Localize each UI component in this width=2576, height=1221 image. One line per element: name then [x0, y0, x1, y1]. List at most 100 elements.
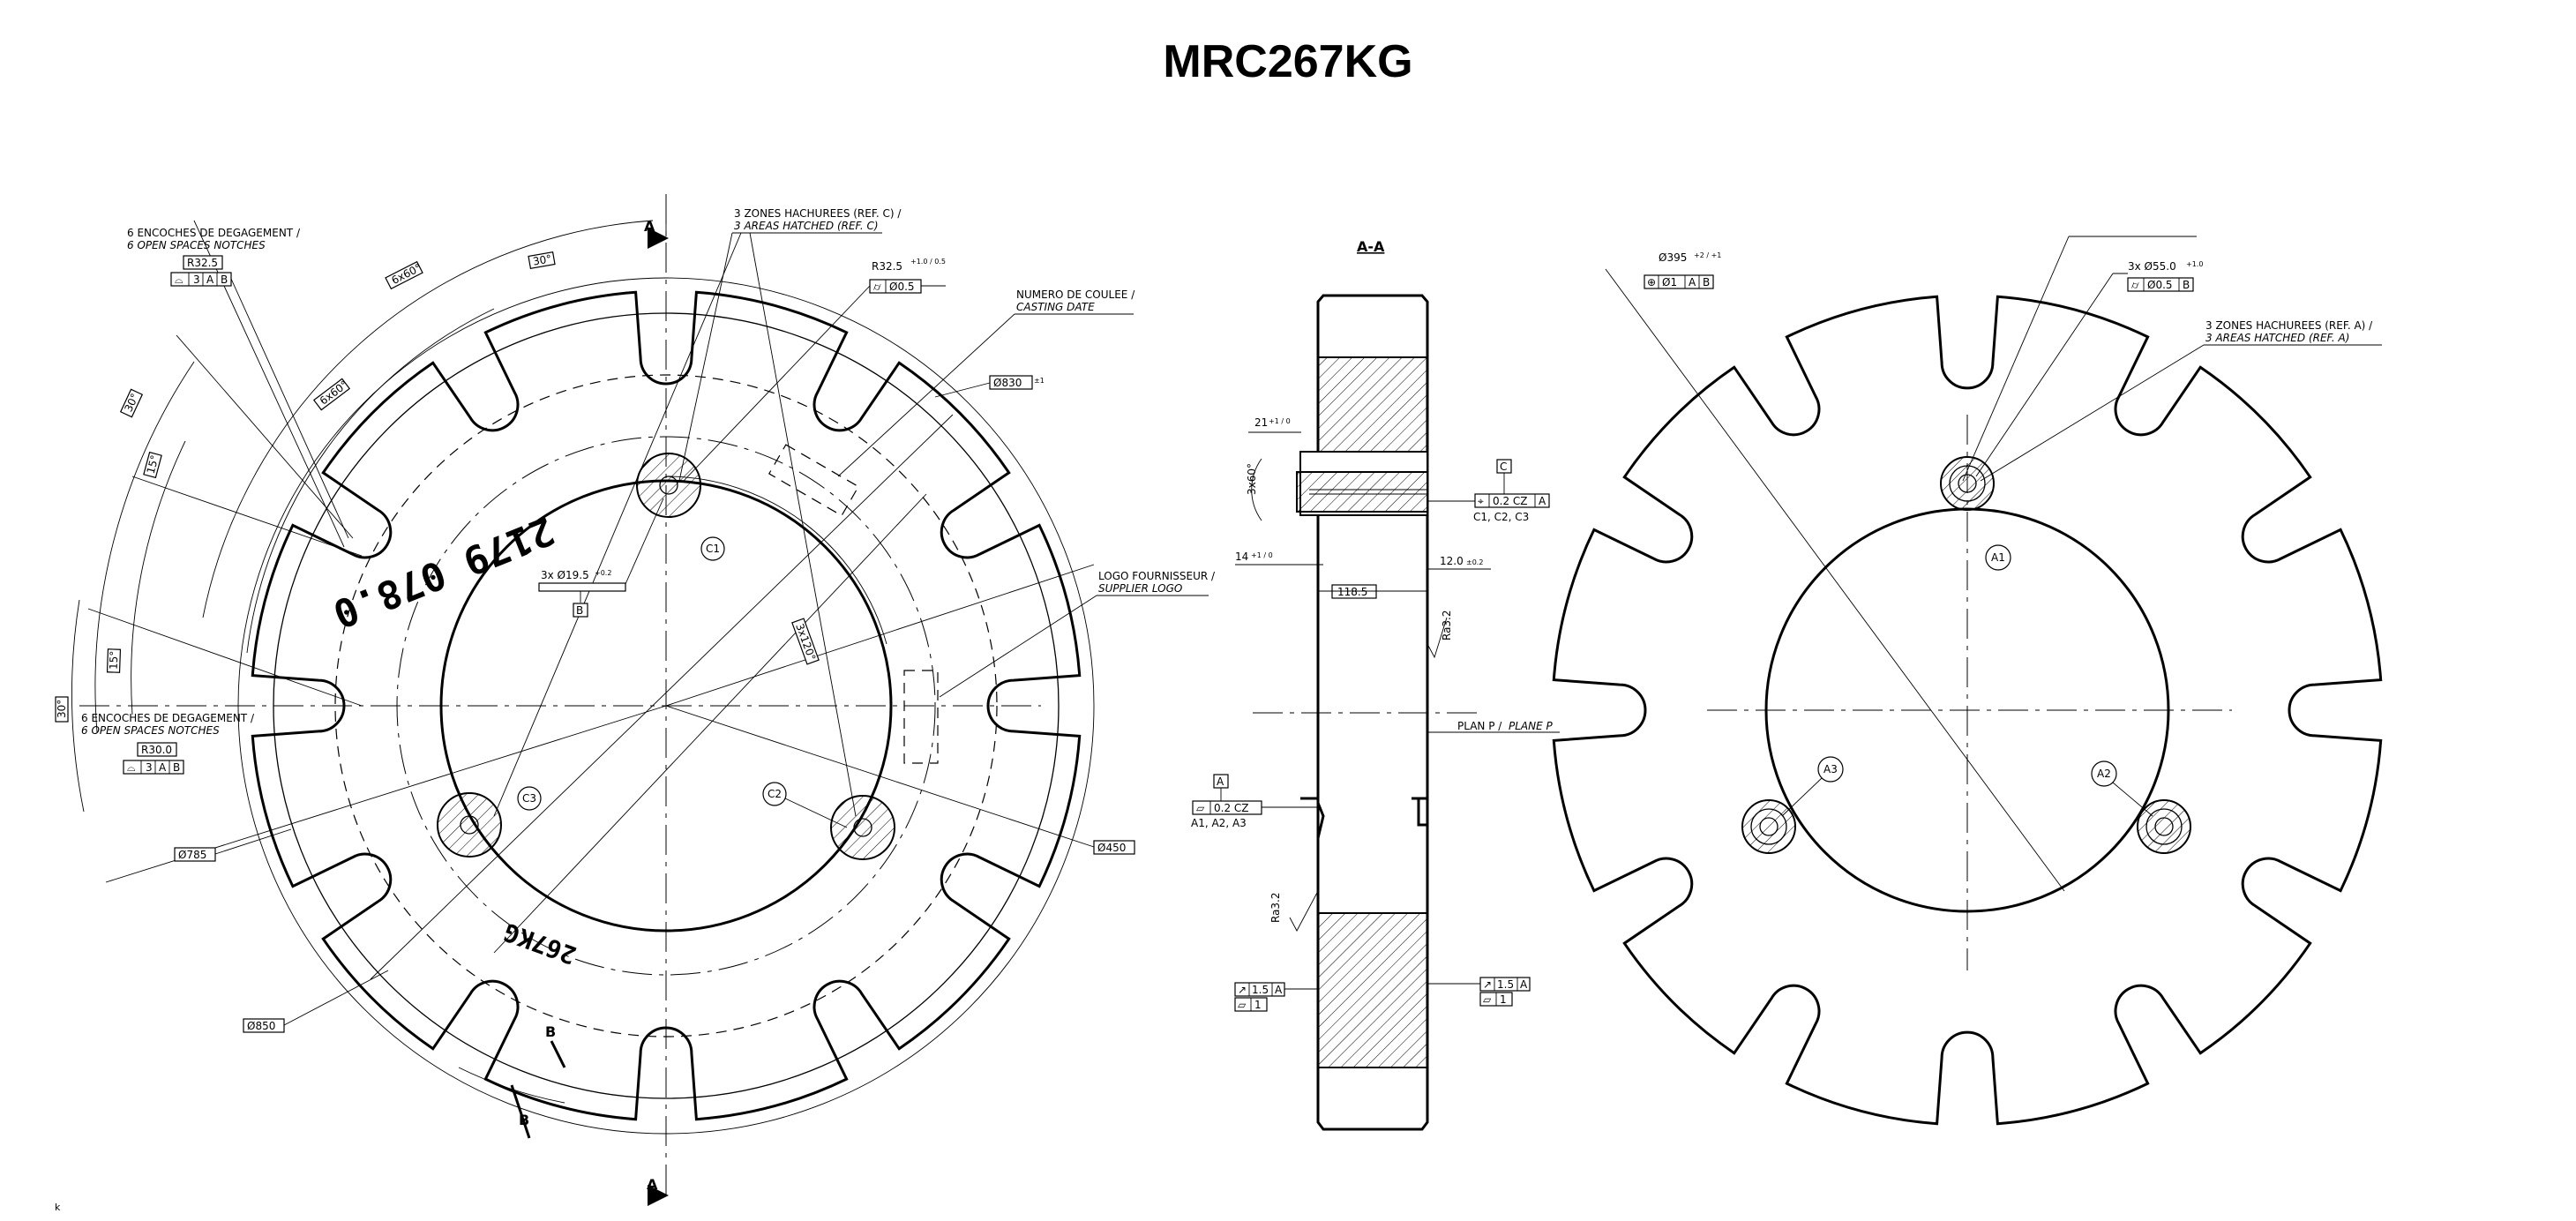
hatched-zone-c3 [437, 792, 502, 858]
datum-a: A [1217, 775, 1224, 788]
bubble-label-c3: C3 [522, 792, 536, 805]
svg-text:B: B [1703, 276, 1710, 288]
svg-text:Ø0.5: Ø0.5 [2147, 279, 2173, 291]
corner-mark: k [55, 1202, 61, 1213]
angle-6x60-a: 6x60° [389, 261, 423, 287]
d830-tol: ±1 [1034, 377, 1045, 385]
bubble-label-c2: C2 [768, 788, 782, 800]
zones-c-fr: 3 ZONES HACHUREES (REF. C) / [734, 207, 902, 220]
section-outline [1316, 294, 1429, 1131]
bubble-c2 [762, 782, 787, 806]
fcf-a-note: A1, A2, A3 [1191, 817, 1247, 829]
svg-text:A: A [1539, 495, 1546, 507]
notch-note-top-en: 6 OPEN SPACES NOTCHES [127, 239, 266, 251]
angle-3x120: 3x120° [793, 622, 818, 663]
angle-arc-3x120 [665, 476, 887, 645]
svg-text:B: B [221, 273, 228, 286]
zones-c-en: 3 AREAS HATCHED (REF. C) [734, 220, 879, 232]
supplier-logo-en: SUPPLIER LOGO [1098, 582, 1182, 595]
notch-top-radius: R32.5 [187, 257, 218, 269]
svg-text:+1 / 0: +1 / 0 [1269, 417, 1291, 425]
bubble-label-c1: C1 [706, 543, 720, 555]
fcf-runout-left: ↗ 1.5 A ⏥ 1 [1234, 982, 1285, 1012]
svg-text:3: 3 [146, 761, 153, 774]
section-mark-b-bottom: B [519, 1112, 529, 1128]
svg-text:↗: ↗ [1483, 978, 1492, 991]
notch-note-bot-fr: 6 ENCOCHES DE DEGAGEMENT / [81, 712, 255, 724]
svg-text:⌭: ⌭ [873, 281, 881, 293]
rear-view-right: A1 A3 A2 Ø395 +2 / +1 ⊕ Ø1 A B 3x Ø55.0 … [1552, 236, 2383, 1126]
drawing-title: MRC267KG [1163, 36, 1413, 87]
svg-text:↗: ↗ [1238, 984, 1247, 996]
bubble-a3 [1817, 756, 1844, 783]
bubble-label-a3: A3 [1823, 763, 1838, 775]
fcf-c-note: C1, C2, C3 [1473, 511, 1529, 523]
svg-text:B: B [173, 761, 180, 774]
d785-label: Ø785 [178, 849, 206, 861]
section-mark-a-bottom: A [647, 1176, 658, 1193]
d450-label: Ø450 [1097, 842, 1126, 854]
plane-p-fr: PLAN P / [1457, 720, 1502, 732]
casting-date-en: CASTING DATE [1016, 301, 1095, 313]
svg-text:0.2 CZ: 0.2 CZ [1214, 802, 1249, 814]
section-mark-b-top: B [545, 1023, 556, 1040]
gear-outline-left [251, 290, 1082, 1121]
svg-text:A: A [1275, 984, 1283, 996]
svg-text:⏥: ⏥ [1196, 802, 1205, 814]
svg-text:⌖: ⌖ [1478, 495, 1484, 507]
section-mark-a-top: A [644, 218, 655, 235]
fcf-runout-right: ↗ 1.5 A ⏥ 1 [1479, 977, 1531, 1007]
ra32-bottom: Ra3.2 [1269, 892, 1282, 923]
notch-note-bot-en: 6 OPEN SPACES NOTCHES [81, 724, 220, 737]
bubble-c3 [517, 786, 542, 811]
svg-text:⏥: ⏥ [1238, 999, 1247, 1011]
svg-text:A: A [206, 273, 214, 286]
angle-6x60-b: 6x60° [318, 378, 350, 408]
svg-text:1.5: 1.5 [1252, 984, 1269, 996]
datum-c: C [1500, 461, 1507, 473]
r325-label: R32.5 [872, 260, 902, 273]
supplier-logo-fr: LOGO FOURNISSEUR / [1098, 570, 1216, 582]
dim-14: 14 [1235, 551, 1248, 563]
section-view-a-a: A-A 21 +1 / 0 3x60° 14 +1 / 0 118.5 12.0… [1191, 238, 1560, 1131]
hole-tol: +0.2 [595, 569, 611, 577]
hatched-zone-a3 [1741, 799, 1796, 854]
hatched-zone-a2 [2137, 799, 2191, 854]
fcf-d395: ⊕ Ø1 A B [1644, 274, 1714, 289]
bubble-label-a2: A2 [2097, 768, 2111, 780]
d850-label: Ø850 [247, 1020, 275, 1032]
engraved-stamp-main: 2179 078.0 [326, 507, 560, 637]
front-view-left: 2179 078.0 267KG C1 C3 C2 A A B B 6 ENCO… [55, 194, 1216, 1213]
svg-text:⊕: ⊕ [1647, 276, 1656, 288]
supplier-logo-area [903, 670, 939, 764]
svg-text:A: A [159, 761, 167, 774]
bubble-a1 [1985, 544, 2011, 571]
hatched-zone-c2 [830, 795, 895, 860]
diag-centerline-1 [370, 414, 954, 980]
angle-15-left: 15° [145, 453, 161, 475]
angle-15-bot: 15° [108, 650, 121, 670]
fcf-position-c: ⌖ 0.2 CZ A [1474, 493, 1550, 508]
svg-text:+1 / 0: +1 / 0 [1251, 551, 1273, 559]
svg-text:+2 / +1: +2 / +1 [1694, 251, 1721, 259]
plane-p-en: PLANE P [1509, 720, 1554, 732]
bubble-label-a1: A1 [1991, 551, 2005, 564]
datum-b: B [576, 604, 583, 617]
gear-outline-right [1552, 295, 2383, 1126]
svg-text:Ø0.5: Ø0.5 [889, 281, 915, 293]
ra32-top: Ra3.2 [1441, 610, 1453, 640]
svg-text:1: 1 [1254, 999, 1262, 1011]
casting-date-area [768, 444, 859, 517]
svg-text:1.5: 1.5 [1497, 978, 1514, 991]
hole-label: 3x Ø19.5 [541, 569, 589, 581]
svg-text:⌓: ⌓ [175, 273, 183, 286]
hatched-zone-c1 [636, 453, 701, 518]
svg-text:A: A [1689, 276, 1696, 288]
svg-text:0.2 CZ: 0.2 CZ [1493, 495, 1528, 507]
d55-label: 3x Ø55.0 [2128, 260, 2176, 273]
angle-30-bot: 30° [56, 700, 68, 718]
zones-a-fr: 3 ZONES HACHUREES (REF. A) / [2205, 319, 2373, 332]
dim-arc-outer [202, 220, 654, 618]
notch-note-top-fr: 6 ENCOCHES DE DEGAGEMENT / [127, 227, 301, 239]
zones-a-en: 3 AREAS HATCHED (REF. A) [2205, 332, 2349, 344]
